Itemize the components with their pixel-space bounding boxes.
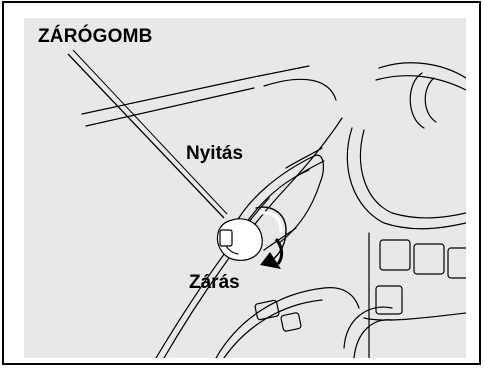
door-lock-illustration: ZÁRÓGOMB Nyitás Zárás (24, 18, 466, 358)
lock-button-label: ZÁRÓGOMB (38, 27, 153, 46)
figure-frame: ZÁRÓGOMB Nyitás Zárás (2, 1, 481, 365)
door-panel-drawing (24, 18, 466, 358)
close-label: Zárás (189, 273, 240, 292)
open-label: Nyitás (186, 144, 243, 163)
